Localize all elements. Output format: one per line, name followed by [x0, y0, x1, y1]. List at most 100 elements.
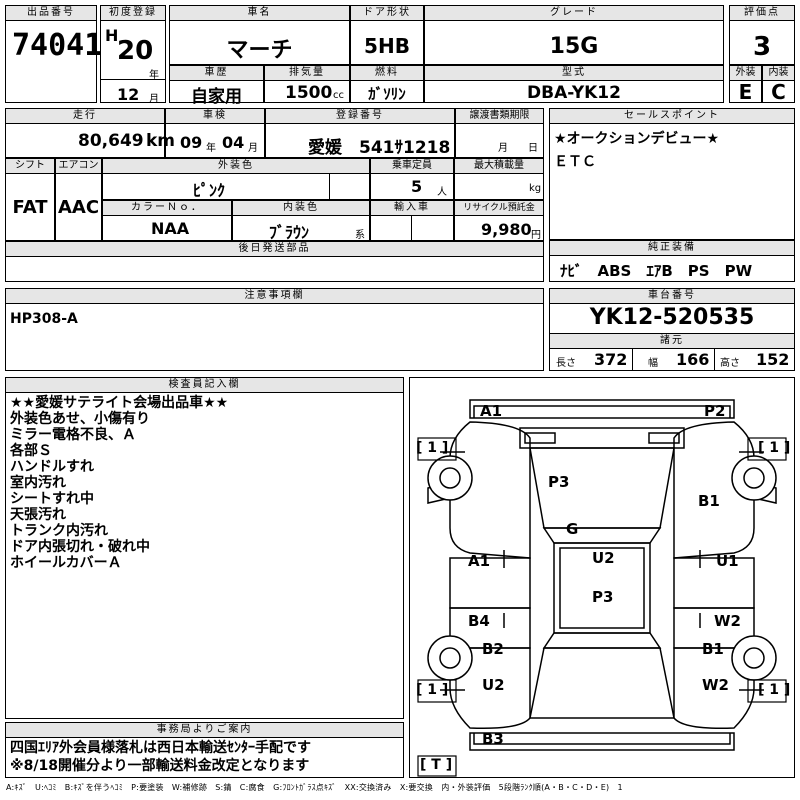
displacement-value: 1500: [285, 83, 333, 103]
exterior-grade-cell: 外装 E: [729, 65, 762, 104]
plate-value: 愛媛 541ｻ1218: [308, 138, 451, 158]
sales-point-cell: セールスポイント ★オークションデビュー★ ＥＴＣ: [549, 108, 795, 240]
damage-front-left: A1: [480, 402, 503, 420]
inspection-month-unit: 月: [248, 143, 258, 154]
inspector-note: ミラー電格不良、Ａ: [10, 427, 136, 443]
exterior-color-label: 外装色: [103, 159, 369, 174]
recycle-label: リサイクル預託金: [455, 201, 543, 216]
exterior-color-value: ﾋﾟﾝｸ: [193, 181, 226, 200]
door-type-value: 5HB: [364, 34, 410, 58]
transfer-docs-cell: 譲渡書類期限 月 日: [455, 108, 544, 158]
divider: [632, 348, 633, 370]
transfer-month-unit: 月: [498, 143, 508, 154]
damage-right-rear-door: W2: [714, 612, 741, 630]
office-notice-label: 事務局よりご案内: [6, 723, 403, 738]
inspection-label: 車検: [166, 109, 264, 124]
plate-label: 登録番号: [266, 109, 454, 124]
grade-value: 15G: [549, 34, 599, 59]
plate-cell: 登録番号 愛媛 541ｻ1218: [265, 108, 455, 158]
shift-cell: シフト FAT: [5, 158, 55, 241]
damage-diagram: A1 P2 [ 1 ] [ 1 ] P3 B1 G A1 U2 U1 P3 B4…: [409, 377, 795, 778]
inspection-month: 04: [222, 133, 245, 152]
divider: [329, 174, 330, 200]
chassis-value: YK12-520535: [589, 305, 755, 330]
model-label: 型式: [425, 66, 723, 81]
chassis-cell: 車台番号 YK12-520535 諸元 長さ 372 幅 166 高さ 152: [549, 288, 795, 371]
displacement-label: 排気量: [265, 66, 349, 81]
displacement-cell: 排気量 1500 cc: [264, 65, 350, 103]
car-name-cell: 車名 マーチ: [169, 5, 350, 65]
door-type-label: ドア形状: [351, 6, 423, 21]
office-notice-cell: 事務局よりご案内 四国ｴﾘｱ外会員様落札は西日本輸送ｾﾝﾀｰ手配です ※8/18…: [5, 722, 404, 778]
lot-number-value: 74041: [12, 28, 103, 63]
recycle-cell: リサイクル預託金 9,980 円: [454, 200, 544, 241]
inspector-notes-label: 検査員記入欄: [6, 378, 403, 393]
damage-left-bottom-box: [ 1 ]: [416, 682, 449, 698]
first-registration-cell: 初度登録 H 20 年 12 月: [100, 5, 166, 105]
import-cell: 輸入車: [370, 200, 454, 241]
height-label: 高さ: [720, 358, 740, 369]
transfer-day-unit: 日: [528, 143, 538, 154]
divider: [101, 79, 165, 80]
interior-color-cell: 内装色 ﾌﾞﾗｳﾝ 系: [232, 200, 370, 242]
car-outline: [417, 399, 787, 777]
genuine-equipment-label: 純正装備: [550, 241, 794, 256]
width-value: 166: [676, 350, 710, 369]
genuine-equipment-cell: 純正装備 ﾅﾋﾞ ABS ｴｱB PS PW: [549, 240, 795, 282]
damage-right-top-box: [ 1 ]: [758, 440, 791, 456]
aircon-value: AAC: [57, 197, 100, 218]
lot-number-cell: 出品番号 74041: [5, 5, 102, 103]
capacity-label: 乗車定員: [371, 159, 453, 174]
aircon-label: エアコン: [56, 159, 101, 174]
grade-cell: グレード 15G: [424, 5, 724, 65]
sales-point-line: ＥＴＣ: [554, 154, 596, 170]
damage-hood: P3: [548, 473, 570, 491]
height-value: 152: [756, 350, 790, 369]
inspector-note: 外装色あせ、小傷有り: [10, 411, 150, 427]
model-value: DBA-YK12: [527, 83, 621, 103]
damage-rear-bumper: B3: [482, 730, 504, 748]
mileage-label: 走行: [6, 109, 164, 124]
length-label: 長さ: [556, 358, 576, 369]
inspector-note: ドア内張切れ・破れ中: [10, 539, 150, 555]
grade-label: グレード: [425, 6, 723, 21]
inspection-year-unit: 年: [206, 143, 216, 154]
mileage-value: 80,649: [78, 131, 144, 151]
later-shipment-label: 後日発送部品: [6, 242, 543, 257]
capacity-cell: 乗車定員 5 人: [370, 158, 454, 200]
car-name-value: マーチ: [226, 38, 293, 63]
length-value: 372: [594, 350, 628, 369]
damage-tail-box: [ T ]: [420, 757, 453, 773]
damage-right-quarter: B1: [702, 640, 724, 658]
sales-point-line: ★オークションデビュー★: [554, 131, 720, 147]
interior-color-value: ﾌﾞﾗｳﾝ: [269, 223, 310, 242]
history-cell: 車歴 自家用: [169, 65, 264, 107]
inspection-cell: 車検 09 年 04 月: [165, 108, 265, 158]
aircon-cell: エアコン AAC: [55, 158, 102, 241]
history-label: 車歴: [170, 66, 263, 81]
interior-grade-value: C: [771, 80, 786, 104]
shift-value: FAT: [12, 197, 48, 218]
interior-color-unit: 系: [355, 230, 365, 241]
interior-color-label: 内装色: [233, 201, 369, 216]
mileage-cell: 走行 80,649 km: [5, 108, 175, 158]
interior-grade-cell: 内装 C: [762, 65, 795, 104]
damage-left-rear-door: B4: [468, 612, 490, 630]
damage-legend: A:ｷｽﾞ U:ﾍｺﾐ B:ｷｽﾞを伴うﾍｺﾐ P:要塗装 W:補修跡 S:錆 …: [6, 783, 623, 792]
import-label: 輸入車: [371, 201, 453, 216]
inspector-note: 各部Ｓ: [10, 443, 52, 459]
damage-front-right: P2: [704, 402, 726, 420]
inspector-notes-list: ★★愛媛サテライト会場出品車★★ 外装色あせ、小傷有り ミラー電格不良、Ａ 各部…: [10, 395, 228, 571]
office-notice-line: 四国ｴﾘｱ外会員様落札は西日本輸送ｾﾝﾀｰ手配です: [10, 740, 311, 756]
divider: [714, 348, 715, 370]
recycle-unit: 円: [531, 230, 541, 241]
score-value: 3: [752, 32, 772, 62]
sales-point-label: セールスポイント: [550, 109, 794, 124]
inspector-note: シートすれ中: [10, 491, 94, 507]
inspector-notes-cell: 検査員記入欄 ★★愛媛サテライト会場出品車★★ 外装色あせ、小傷有り ミラー電格…: [5, 377, 404, 719]
displacement-unit: cc: [333, 90, 344, 101]
inspector-note: ハンドルすれ: [10, 459, 94, 475]
max-load-label: 最大積載量: [455, 159, 543, 174]
damage-right-bottom-box: [ 1 ]: [758, 682, 791, 698]
exterior-grade-label: 外装: [730, 66, 761, 81]
